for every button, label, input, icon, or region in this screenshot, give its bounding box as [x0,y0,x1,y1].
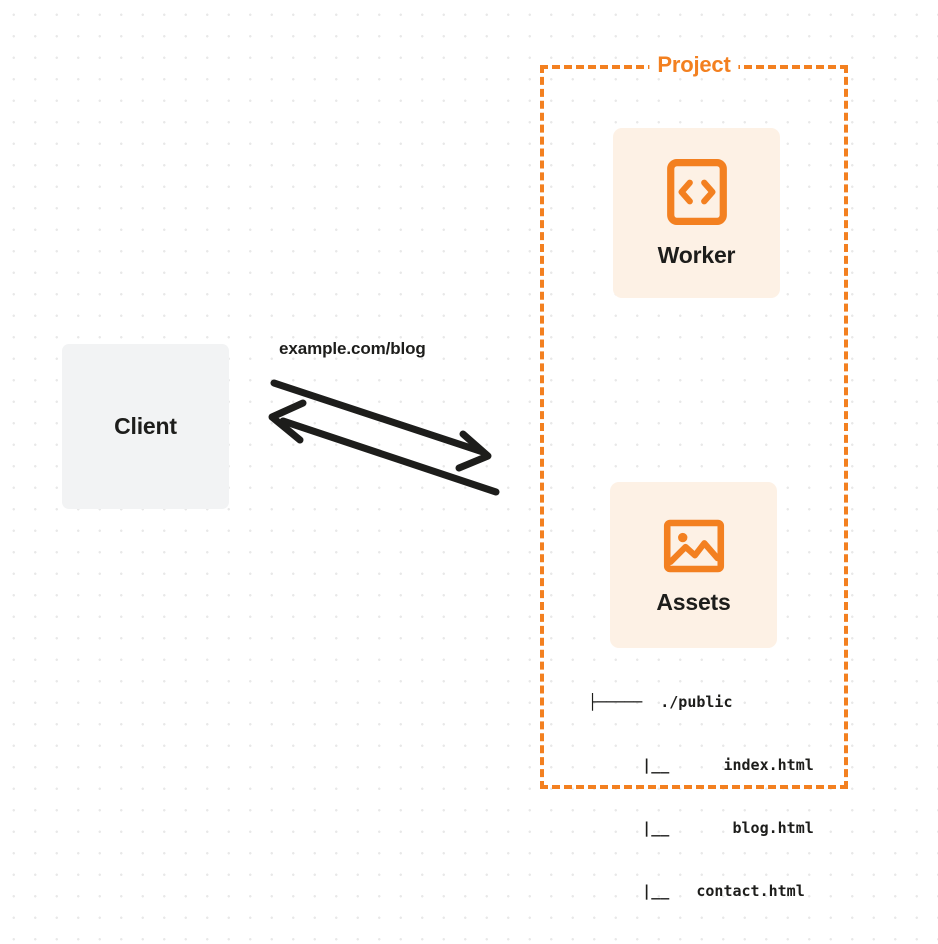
file-tree-row: |__ index.html [588,756,814,774]
connection-label: example.com/blog [279,339,426,358]
node-client-label: Client [114,413,177,439]
node-client[interactable]: Client [62,344,229,509]
node-assets[interactable]: Assets [610,482,777,648]
node-worker[interactable]: Worker [613,128,780,298]
project-boundary: Project [540,54,848,789]
file-tree-row: |__ blog.html [588,819,814,837]
project-title: Project [649,54,739,76]
code-brackets-icon [666,158,727,225]
file-tree-row: ├───── ./public [588,693,733,711]
file-tree-row: |__ contact.html [588,882,805,900]
arrow-right-to-project [270,379,492,472]
diagram-canvas: Client example.com/blog Project Worker [62,54,848,900]
arrow-left-to-client [268,399,500,496]
image-picture-icon [663,519,724,572]
node-assets-label: Assets [656,588,731,615]
node-worker-label: Worker [657,241,736,268]
assets-file-tree: ├───── ./public |__ index.html |__ blog.… [588,650,814,944]
